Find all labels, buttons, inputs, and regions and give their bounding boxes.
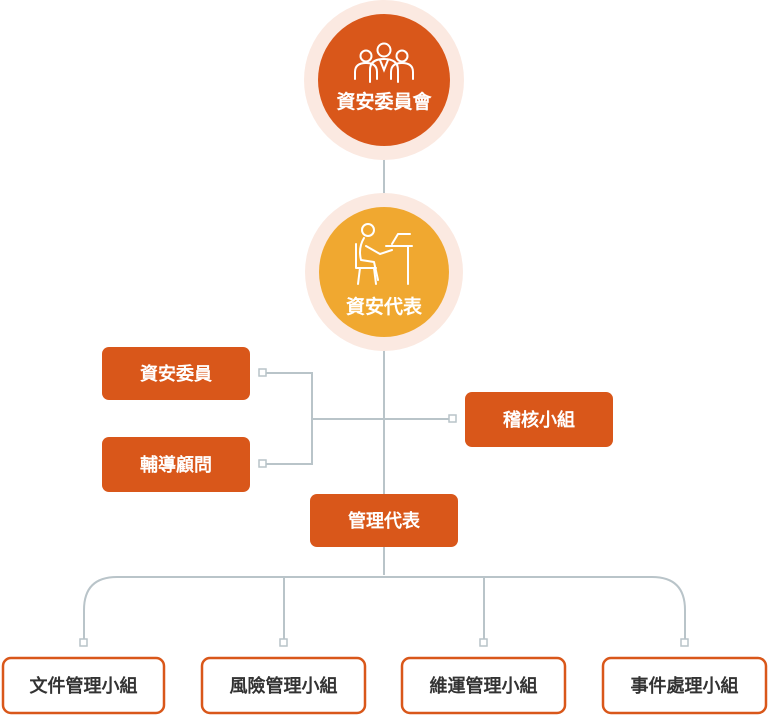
representative-label: 資安代表: [346, 295, 423, 318]
management-box-bg: [310, 494, 458, 547]
marker-team-3: [479, 638, 488, 647]
team-label: 風險管理小組: [230, 675, 338, 697]
team-label: 事件處理小組: [631, 675, 739, 697]
management-box[interactable]: 管理代表: [310, 494, 458, 547]
team-box[interactable]: 文件管理小組: [1, 656, 166, 715]
marker-audit: [448, 414, 457, 423]
team-box-outline: [400, 656, 567, 715]
connector-markers: [79, 368, 689, 647]
audit-box[interactable]: 稽核小組: [465, 392, 613, 447]
audit-label: 稽核小組: [503, 409, 575, 431]
marker-team-1: [79, 638, 88, 647]
marker-team-2: [279, 638, 288, 647]
team-box-outline: [200, 656, 367, 715]
person-at-desk-icon: [355, 223, 413, 285]
committee-circle: [318, 14, 450, 146]
committee-label: 資安委員會: [336, 90, 432, 113]
team-box[interactable]: 事件處理小組: [601, 656, 768, 715]
group-of-people-icon: [354, 42, 414, 83]
consultant-box[interactable]: 輔導顧問: [102, 437, 250, 492]
team-box[interactable]: 維運管理小組: [400, 656, 567, 715]
member-box-bg: [102, 347, 250, 400]
marker-team-4: [680, 638, 689, 647]
advisor-bracket: [262, 372, 313, 465]
teams-bus: [83, 576, 686, 642]
team-box-outline: [1, 656, 166, 715]
member-box[interactable]: 資安委員: [102, 347, 250, 400]
team-box[interactable]: 風險管理小組: [200, 656, 367, 715]
consultant-box-bg: [102, 437, 250, 492]
team-box-outline: [601, 656, 768, 715]
member-label: 資安委員: [140, 363, 212, 385]
consultant-label: 輔導顧問: [140, 454, 212, 476]
team-label: 維運管理小組: [430, 675, 538, 697]
marker-consultant: [258, 459, 267, 468]
audit-box-bg: [465, 392, 613, 447]
representative-circle: [319, 207, 449, 337]
team-label: 文件管理小組: [30, 675, 138, 697]
representative-node[interactable]: 資安代表: [305, 193, 463, 351]
management-label: 管理代表: [348, 510, 421, 532]
committee-node[interactable]: 資安委員會: [304, 0, 464, 160]
marker-member: [258, 368, 267, 377]
